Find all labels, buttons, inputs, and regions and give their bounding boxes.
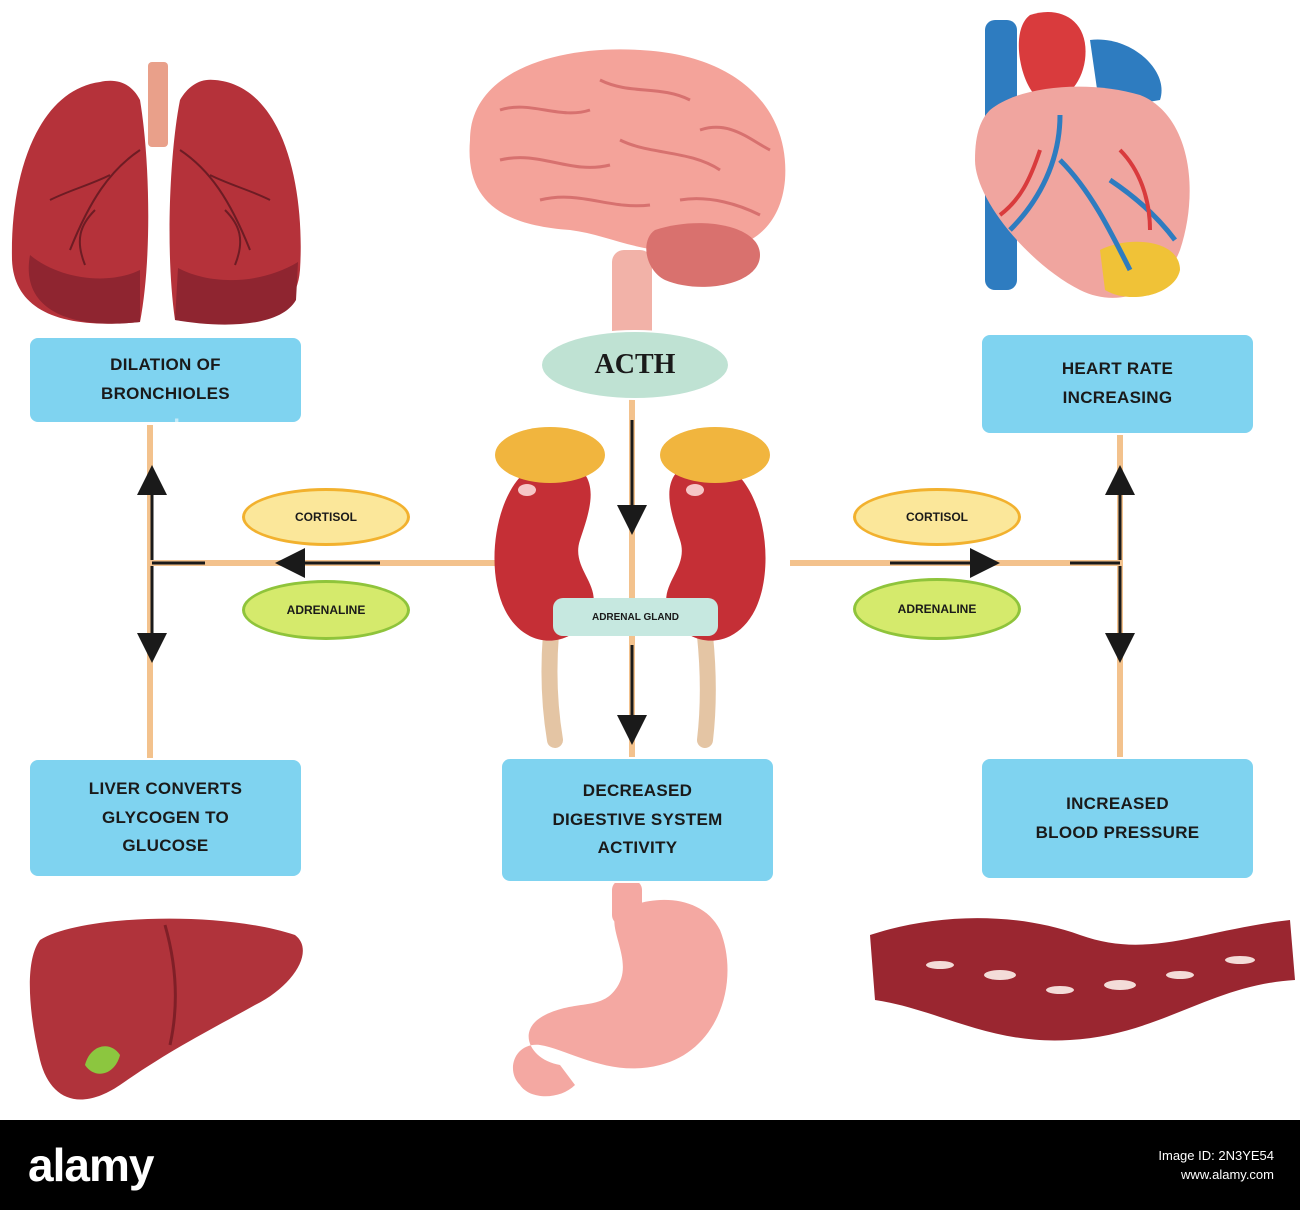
cortisol-oval-right: CORTISOL xyxy=(853,488,1021,546)
lungs-illustration xyxy=(11,62,301,325)
watermark: alamy xyxy=(160,415,229,442)
stomach-illustration xyxy=(512,880,728,1097)
adrenaline-oval-right: ADRENALINE xyxy=(853,578,1021,640)
site-url: www.alamy.com xyxy=(1181,1167,1274,1182)
image-id: Image ID: 2N3YE54 xyxy=(1158,1148,1274,1163)
footer-image-info: Image ID: 2N3YE54 www.alamy.com xyxy=(1158,1146,1274,1184)
acth-oval: ACTH xyxy=(540,330,730,400)
liver-illustration xyxy=(29,918,303,1100)
heart-illustration xyxy=(975,12,1190,298)
kidneys-illustration xyxy=(494,427,770,748)
cortisol-oval-left: CORTISOL xyxy=(242,488,410,546)
footer-bar: alamy Image ID: 2N3YE54 www.alamy.com xyxy=(0,1120,1300,1210)
alamy-logo: alamy xyxy=(28,1139,154,1191)
blood-vessel-illustration xyxy=(870,918,1295,1041)
connector-lines xyxy=(147,395,1123,765)
adrenaline-oval-left: ADRENALINE xyxy=(242,580,410,640)
flow-arrows xyxy=(137,420,1135,745)
brain-illustration xyxy=(469,49,786,345)
diagram-graphics xyxy=(11,12,1295,1100)
adrenal-gland-label: ADRENAL GLAND xyxy=(553,598,718,636)
